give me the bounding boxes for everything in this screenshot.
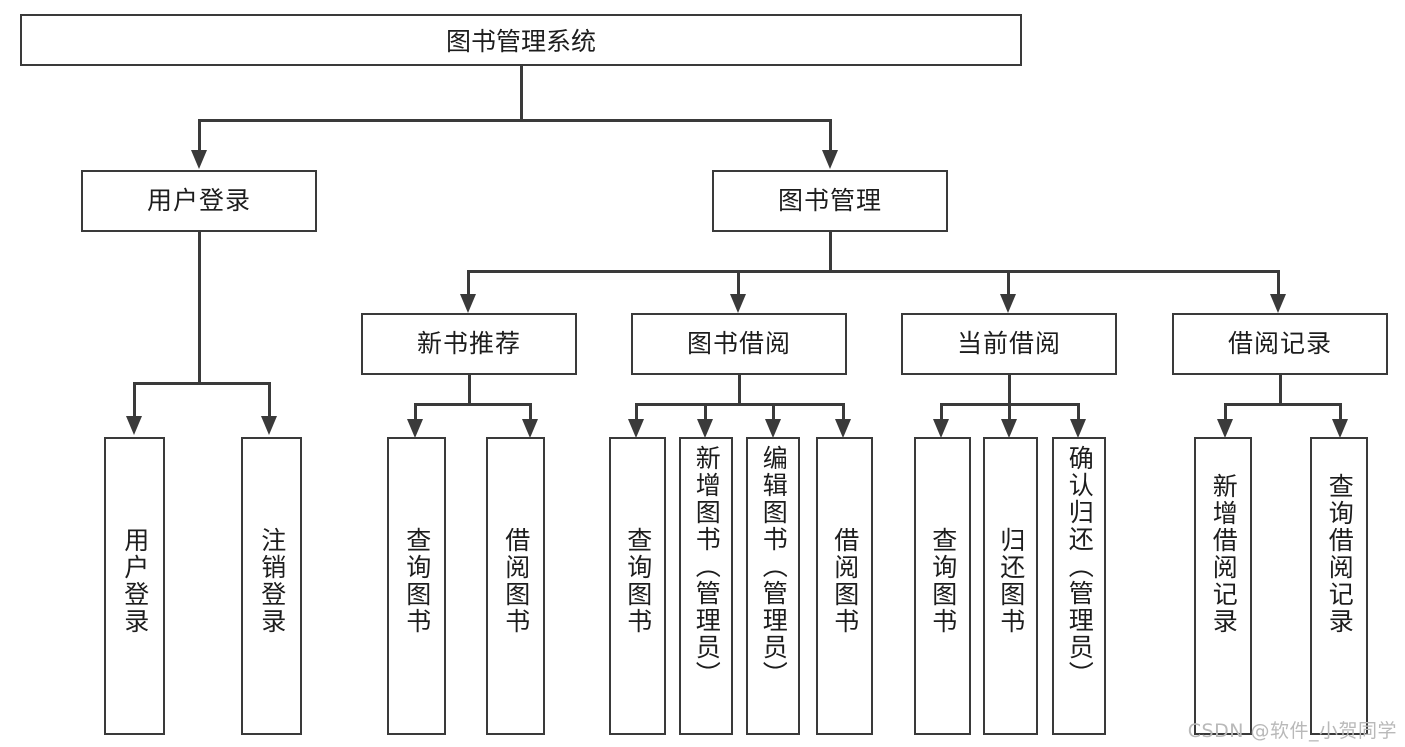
connector-new-book-stem bbox=[468, 375, 471, 405]
connector-current-borrow-c2 bbox=[1008, 403, 1011, 421]
arrowhead-to-book-manage bbox=[822, 150, 838, 169]
connector-new-book-left bbox=[414, 403, 417, 421]
leaf-return-book[interactable]: 归还图书 bbox=[983, 437, 1038, 735]
connector-new-book-right bbox=[529, 403, 532, 421]
leaf-edit-book-admin[interactable]: 编辑图书（管理员） bbox=[746, 437, 800, 735]
node-current-borrow[interactable]: 当前借阅 bbox=[901, 313, 1117, 375]
node-label: 图书借阅 bbox=[686, 329, 791, 359]
leaf-label: 查询图书 bbox=[928, 527, 958, 635]
arrowhead-to-borrow-record bbox=[1270, 294, 1286, 313]
node-label: 借阅记录 bbox=[1227, 329, 1332, 359]
leaf-query-borrow-record[interactable]: 查询借阅记录 bbox=[1310, 437, 1368, 735]
arrowhead-leaf-edit-book bbox=[765, 419, 781, 438]
node-label: 图书管理系统 bbox=[445, 27, 596, 56]
leaf-query-book-borrow[interactable]: 查询图书 bbox=[609, 437, 666, 735]
connector-current-borrow-c1 bbox=[940, 403, 943, 421]
leaf-confirm-return-admin[interactable]: 确认归还（管理员） bbox=[1052, 437, 1106, 735]
arrowhead-leaf-borrow-book-2 bbox=[835, 419, 851, 438]
connector-user-login-stem bbox=[198, 232, 201, 384]
arrowhead-to-new-book bbox=[460, 294, 476, 313]
leaf-user-login[interactable]: 用户登录 bbox=[104, 437, 165, 735]
arrowhead-leaf-add-book bbox=[697, 419, 713, 438]
arrowhead-leaf-query-book-2 bbox=[628, 419, 644, 438]
connector-to-new-book bbox=[467, 270, 470, 296]
connector-root-stem bbox=[520, 66, 523, 121]
arrowhead-to-book-borrow bbox=[730, 294, 746, 313]
connector-book-borrow-bus bbox=[635, 403, 845, 406]
leaf-logout[interactable]: 注销登录 bbox=[241, 437, 302, 735]
connector-root-to-book-manage bbox=[829, 119, 832, 152]
leaf-label: 查询借阅记录 bbox=[1325, 473, 1355, 635]
leaf-add-book-admin[interactable]: 新增图书（管理员） bbox=[679, 437, 733, 735]
arrowhead-leaf-query-record bbox=[1332, 419, 1348, 438]
arrowhead-leaf-user-login bbox=[126, 416, 142, 435]
leaf-label: 查询图书 bbox=[623, 527, 653, 635]
leaf-label: 新增图书（管理员） bbox=[692, 445, 722, 688]
connector-current-borrow-stem bbox=[1008, 375, 1011, 405]
node-book-borrow[interactable]: 图书借阅 bbox=[631, 313, 847, 375]
arrowhead-to-user-login bbox=[191, 150, 207, 169]
connector-borrow-record-stem bbox=[1279, 375, 1282, 405]
node-root-system[interactable]: 图书管理系统 bbox=[20, 14, 1022, 66]
arrowhead-leaf-query-book-1 bbox=[407, 419, 423, 438]
arrowhead-leaf-return-book bbox=[1001, 419, 1017, 438]
connector-book-manage-stem bbox=[829, 232, 832, 272]
node-label: 当前借阅 bbox=[956, 329, 1061, 359]
arrowhead-leaf-borrow-book-1 bbox=[522, 419, 538, 438]
connector-book-borrow-c3 bbox=[772, 403, 775, 421]
leaf-query-book-current[interactable]: 查询图书 bbox=[914, 437, 971, 735]
leaf-label: 归还图书 bbox=[996, 527, 1026, 635]
leaf-label: 借阅图书 bbox=[830, 527, 860, 635]
arrowhead-leaf-query-book-3 bbox=[933, 419, 949, 438]
connector-new-book-bus bbox=[414, 403, 532, 406]
leaf-borrow-book-newbook[interactable]: 借阅图书 bbox=[486, 437, 545, 735]
arrowhead-leaf-add-record bbox=[1217, 419, 1233, 438]
connector-to-book-borrow bbox=[737, 270, 740, 296]
leaf-label: 查询图书 bbox=[402, 527, 432, 635]
leaf-add-borrow-record[interactable]: 新增借阅记录 bbox=[1194, 437, 1252, 735]
leaf-label: 注销登录 bbox=[257, 527, 287, 635]
node-label: 新书推荐 bbox=[416, 329, 521, 359]
connector-book-borrow-c1 bbox=[635, 403, 638, 421]
leaf-label: 新增借阅记录 bbox=[1209, 473, 1239, 635]
leaf-label: 用户登录 bbox=[120, 527, 150, 635]
node-user-login[interactable]: 用户登录 bbox=[81, 170, 317, 232]
node-borrow-record[interactable]: 借阅记录 bbox=[1172, 313, 1388, 375]
node-label: 图书管理 bbox=[777, 186, 882, 216]
connector-borrow-record-bus bbox=[1224, 403, 1342, 406]
leaf-label: 编辑图书（管理员） bbox=[759, 445, 789, 688]
node-new-book-recommend[interactable]: 新书推荐 bbox=[361, 313, 577, 375]
connector-current-borrow-c3 bbox=[1077, 403, 1080, 421]
arrowhead-to-current-borrow bbox=[1000, 294, 1016, 313]
connector-book-borrow-stem bbox=[738, 375, 741, 405]
connector-root-to-user-login bbox=[198, 119, 201, 152]
connector-book-borrow-c2 bbox=[704, 403, 707, 421]
connector-borrow-record-right bbox=[1339, 403, 1342, 421]
connector-borrow-record-left bbox=[1224, 403, 1227, 421]
arrowhead-leaf-logout bbox=[261, 416, 277, 435]
watermark-text: CSDN @软件_小贺同学 bbox=[1187, 720, 1397, 742]
connector-user-login-bus bbox=[133, 382, 271, 385]
node-book-manage[interactable]: 图书管理 bbox=[712, 170, 948, 232]
leaf-borrow-book-borrow[interactable]: 借阅图书 bbox=[816, 437, 873, 735]
leaf-label: 确认归还（管理员） bbox=[1065, 445, 1095, 688]
leaf-label: 借阅图书 bbox=[501, 527, 531, 635]
connector-book-borrow-c4 bbox=[842, 403, 845, 421]
connector-root-bus bbox=[198, 119, 832, 122]
connector-to-current-borrow bbox=[1007, 270, 1010, 296]
connector-to-borrow-record bbox=[1277, 270, 1280, 296]
leaf-query-book-newbook[interactable]: 查询图书 bbox=[387, 437, 446, 735]
connector-user-login-left bbox=[133, 382, 136, 418]
connector-book-manage-bus bbox=[467, 270, 1279, 273]
connector-user-login-right bbox=[268, 382, 271, 418]
node-label: 用户登录 bbox=[146, 186, 251, 216]
arrowhead-leaf-confirm-return bbox=[1070, 419, 1086, 438]
